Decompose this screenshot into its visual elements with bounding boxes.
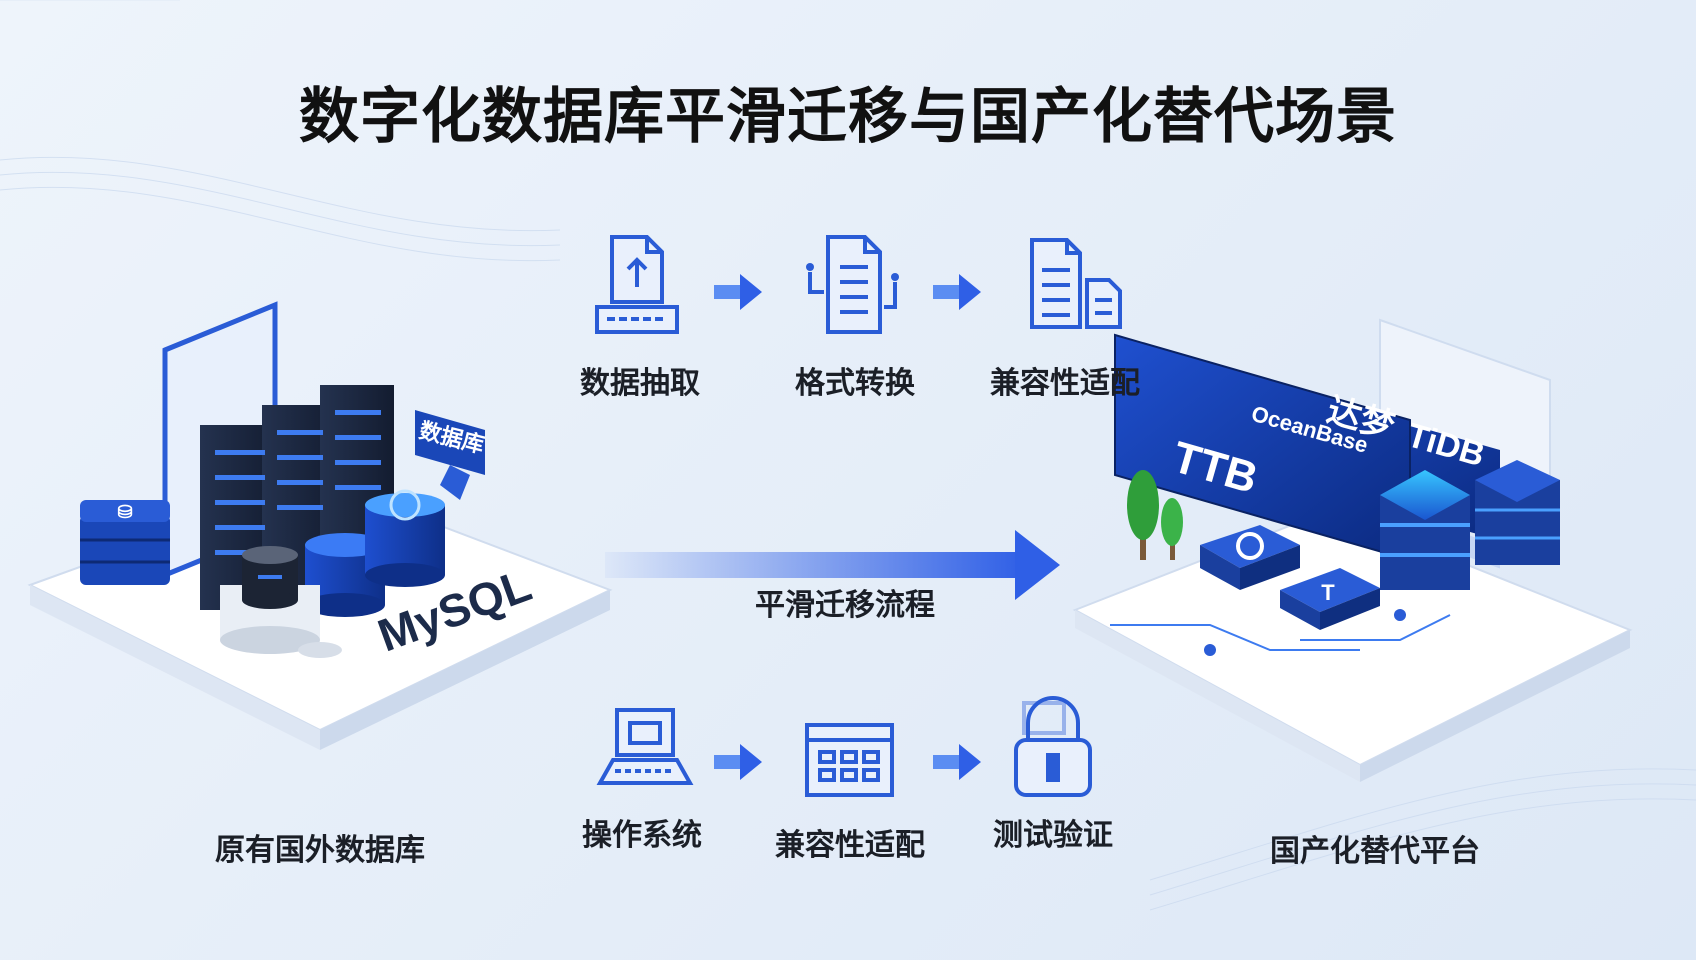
top-step-3-label: 兼容性适配 <box>990 366 1140 401</box>
bottom-arrow-2 <box>933 744 981 780</box>
bottom-step-1-label: 操作系统 <box>582 818 702 853</box>
svg-text:T: T <box>1321 580 1335 605</box>
left-platform-label: 原有国外数据库 <box>215 833 425 868</box>
bottom-step-3-label: 测试验证 <box>993 818 1113 853</box>
lock-icon <box>1014 696 1092 797</box>
top-arrow-1 <box>714 274 762 310</box>
bottom-step-2-label: 兼容性适配 <box>775 828 925 863</box>
bottom-arrow-1 <box>714 744 762 780</box>
document-upload-icon <box>595 235 679 334</box>
main-flow-label: 平滑迁移流程 <box>755 588 935 623</box>
main-flow-arrow <box>605 530 1060 600</box>
left-platform-scene: ⛁ 数据库 MySQL <box>27 301 613 750</box>
page-title: 数字化数据库平滑迁移与国产化替代场景 <box>299 82 1397 152</box>
documents-icon <box>1030 238 1122 329</box>
laptop-icon <box>596 708 694 785</box>
top-step-2-label: 格式转换 <box>795 366 915 401</box>
document-transform-icon <box>806 235 899 334</box>
top-step-1-label: 数据抽取 <box>580 366 700 401</box>
top-arrow-2 <box>933 274 981 310</box>
right-platform-label: 国产化替代平台 <box>1270 834 1480 869</box>
svg-text:⛁: ⛁ <box>117 502 132 522</box>
browser-window-icon <box>805 723 894 797</box>
right-platform-scene: OceanBase TTB 达梦 TiDB T <box>1072 318 1633 782</box>
